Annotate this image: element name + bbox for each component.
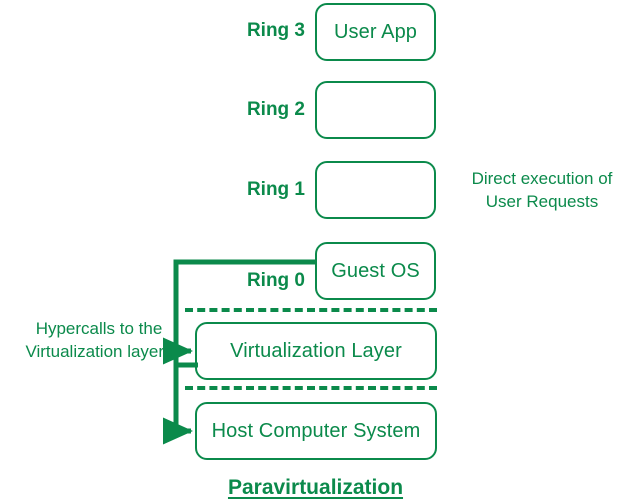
ring-label-1: Ring 1 bbox=[246, 179, 305, 200]
dashed-separator-lower bbox=[185, 386, 437, 390]
annotation-hypercalls: Hypercalls to the Virtualization layers bbox=[25, 319, 173, 361]
box-user-app: User App bbox=[315, 3, 436, 61]
ring-label-0: Ring 0 bbox=[246, 270, 305, 291]
box-host-computer-system: Host Computer System bbox=[195, 402, 437, 460]
box-guest-os: Guest OS bbox=[315, 242, 436, 300]
box-ring-2 bbox=[315, 81, 436, 139]
dashed-separator-upper bbox=[185, 308, 437, 312]
ring-label-2: Ring 2 bbox=[246, 99, 305, 120]
annotation-direct-execution: Direct execution of User Requests bbox=[471, 169, 613, 211]
diagram-title: Paravirtualization bbox=[227, 476, 404, 499]
box-ring-1 bbox=[315, 161, 436, 219]
box-virtualization-layer: Virtualization Layer bbox=[195, 322, 437, 380]
ring-label-3: Ring 3 bbox=[246, 20, 305, 41]
